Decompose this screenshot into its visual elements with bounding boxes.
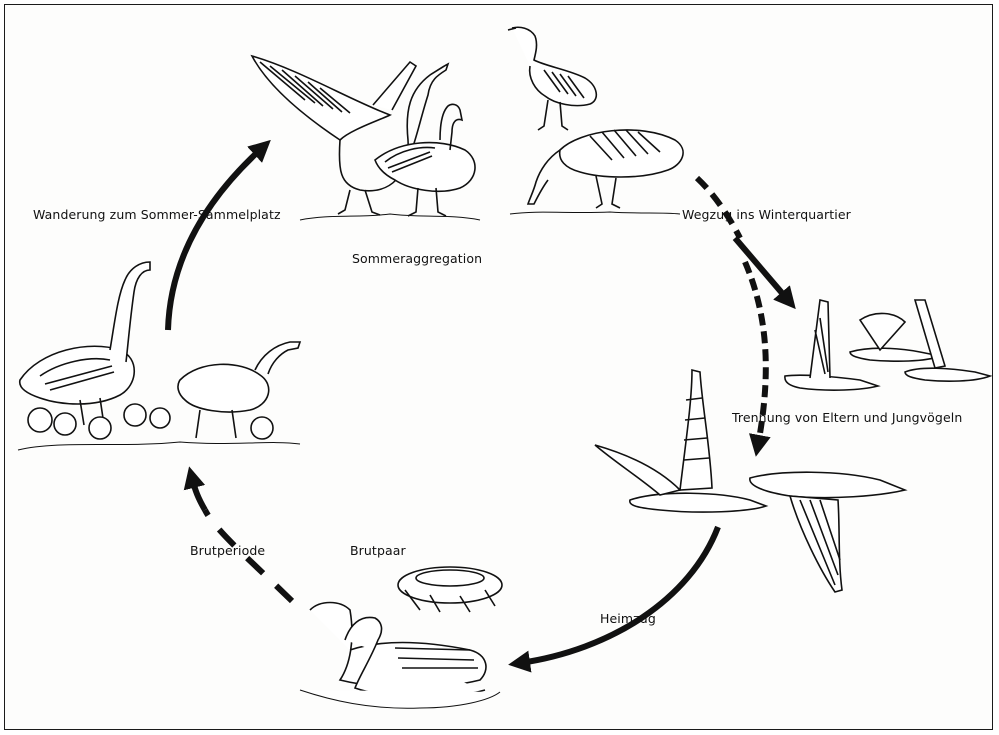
separating-geese (595, 370, 905, 592)
arrow-brutperiode (192, 478, 205, 510)
nest-and-pair (300, 567, 502, 708)
label-wanderung: Wanderung zum Sommer-Sammelplatz (33, 207, 281, 222)
arrow-wanderung (168, 148, 262, 330)
flying-geese-group (785, 300, 990, 390)
label-trennung: Trennung von Eltern und Jungvögeln (732, 410, 962, 425)
arrow-to-flying-geese (735, 238, 788, 300)
label-wegzug: Wegzug ins Winterquartier (682, 207, 851, 222)
label-sommeraggregation: Sommeraggregation (352, 251, 482, 266)
label-heimzug: Heimzug (600, 611, 656, 626)
breeding-family-geese (18, 262, 300, 450)
label-brutpaar: Brutpaar (350, 543, 406, 558)
arrow-heimzug (520, 527, 718, 663)
summer-aggregation-geese (252, 27, 683, 220)
label-brutperiode: Brutperiode (190, 543, 265, 558)
